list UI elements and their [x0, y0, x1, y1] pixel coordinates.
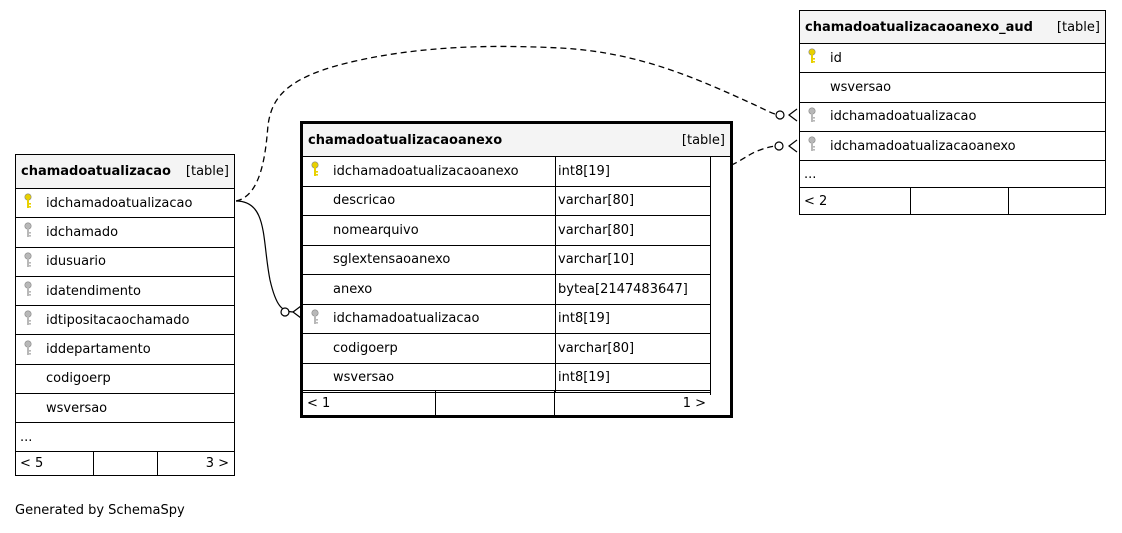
column-row[interactable]: idatendimento: [16, 277, 234, 307]
relation-crowfoot: [788, 139, 798, 153]
foreign-key-icon: [16, 340, 40, 360]
column-type: int8[19]: [555, 363, 710, 392]
column-row[interactable]: idchamadoatualizacao: [16, 189, 234, 219]
table-name: chamadoatualizacaoanexo: [308, 132, 503, 148]
column-type: varchar[80]: [555, 186, 710, 215]
column-row[interactable]: descricao varchar[80]: [303, 186, 710, 216]
relation-end-circle: [775, 110, 785, 120]
column-name: wsversao: [830, 79, 892, 95]
footer-spacer: [436, 391, 555, 415]
primary-key-icon: [16, 193, 40, 213]
column-name: nomearquivo: [333, 222, 419, 238]
column-name: idchamadoatualizacao: [333, 311, 480, 327]
column-name: wsversao: [333, 370, 395, 386]
column-row[interactable]: anexo bytea[2147483647]: [303, 275, 710, 305]
table-footer: < 5 3 >: [16, 452, 234, 475]
relation-crowfoot: [292, 305, 302, 319]
parents-count: < 1: [303, 391, 436, 415]
column-row[interactable]: codigoerp varchar[80]: [303, 334, 710, 364]
column-name: anexo: [333, 281, 373, 297]
relation-line-dashed: [235, 45, 782, 202]
column-name: idusuario: [46, 254, 106, 270]
relation-crowfoot: [788, 108, 798, 122]
column-row[interactable]: wsversao: [16, 394, 234, 424]
more-label: ...: [20, 429, 33, 445]
column-row[interactable]: idchamado: [16, 218, 234, 248]
column-name: idchamado: [46, 224, 119, 240]
column-row[interactable]: idtipositacaochamado: [16, 306, 234, 336]
more-label: ...: [804, 166, 817, 182]
relation-end-circle: [774, 141, 784, 151]
column-name: descricao: [333, 193, 396, 209]
column-name: iddepartamento: [46, 342, 151, 358]
table-name: chamadoatualizacao: [21, 164, 171, 179]
relation-end-circle: [280, 307, 290, 317]
foreign-key-icon: [800, 136, 824, 156]
foreign-key-icon: [16, 310, 40, 330]
column-row[interactable]: idchamadoatualizacaoanexo int8[19]: [303, 157, 710, 187]
column-name: codigoerp: [46, 371, 111, 387]
column-row[interactable]: idchamadoatualizacaoanexo: [800, 132, 1105, 162]
scrollbar-track[interactable]: [710, 157, 730, 395]
table-chamadoatualizacao[interactable]: chamadoatualizacao [table] idchamadoatua…: [15, 154, 235, 476]
column-name: idchamadoatualizacao: [46, 195, 193, 211]
primary-key-icon: [303, 161, 327, 181]
column-row[interactable]: wsversao: [800, 73, 1105, 103]
table-chamadoatualizacaoanexo-aud[interactable]: chamadoatualizacaoanexo_aud [table] id ws…: [799, 10, 1106, 215]
column-name: idchamadoatualizacaoanexo: [333, 163, 519, 179]
children-count: [1009, 188, 1105, 214]
foreign-key-icon: [16, 252, 40, 272]
column-row[interactable]: wsversao int8[19]: [303, 363, 710, 393]
table-header: chamadoatualizacao [table]: [16, 155, 234, 189]
column-type: varchar[80]: [555, 334, 710, 363]
column-row[interactable]: sglextensaoanexo varchar[10]: [303, 245, 710, 275]
footer-spacer: [911, 188, 1009, 214]
foreign-key-icon: [800, 107, 824, 127]
column-name: wsversao: [46, 400, 108, 416]
column-row[interactable]: iddepartamento: [16, 336, 234, 365]
relation-line-dashed: [711, 145, 779, 171]
column-type: varchar[10]: [555, 245, 710, 274]
table-chamadoatualizacaoanexo[interactable]: chamadoatualizacaoanexo [table] idchamad…: [300, 121, 733, 418]
more-columns: ...: [800, 161, 1105, 188]
column-name: sglextensaoanexo: [333, 252, 451, 268]
parents-count: < 2: [800, 188, 911, 214]
children-count: 1 >: [682, 395, 706, 411]
children-count: 3 >: [205, 456, 229, 471]
primary-key-icon: [800, 48, 824, 68]
column-type: int8[19]: [555, 157, 710, 186]
table-header: chamadoatualizacaoanexo_aud [table]: [800, 11, 1105, 44]
table-footer: < 1 1 >: [303, 390, 710, 415]
table-footer: < 2: [800, 188, 1105, 214]
footer-spacer: [94, 452, 158, 475]
column-row[interactable]: idusuario: [16, 248, 234, 277]
column-type: varchar[80]: [555, 216, 710, 245]
table-name: chamadoatualizacaoanexo_aud: [805, 19, 1033, 35]
table-kind: [table]: [185, 164, 229, 179]
column-name: idchamadoatualizacaoanexo: [830, 138, 1016, 154]
column-name: idtipositacaochamado: [46, 312, 190, 328]
table-kind: [table]: [1056, 19, 1100, 35]
more-columns: ...: [16, 423, 234, 452]
foreign-key-icon: [16, 222, 40, 242]
schemaspy-credit: Generated by SchemaSpy: [15, 503, 185, 518]
column-row[interactable]: codigoerp: [16, 365, 234, 395]
column-name: idatendimento: [46, 283, 141, 299]
table-kind: [table]: [681, 132, 725, 148]
foreign-key-icon: [303, 309, 327, 329]
table-header: chamadoatualizacaoanexo [table]: [303, 124, 730, 157]
column-name: codigoerp: [333, 340, 398, 356]
column-type: int8[19]: [555, 304, 710, 333]
column-row[interactable]: id: [800, 44, 1105, 74]
column-name: id: [830, 50, 842, 66]
column-row[interactable]: nomearquivo varchar[80]: [303, 216, 710, 246]
column-row[interactable]: idchamadoatualizacao int8[19]: [303, 304, 710, 334]
parents-count: < 5: [16, 452, 94, 475]
column-name: idchamadoatualizacao: [830, 109, 977, 125]
column-type: bytea[2147483647]: [555, 275, 710, 304]
column-row[interactable]: idchamadoatualizacao: [800, 103, 1105, 132]
foreign-key-icon: [16, 281, 40, 301]
relation-line-solid: [235, 200, 295, 313]
